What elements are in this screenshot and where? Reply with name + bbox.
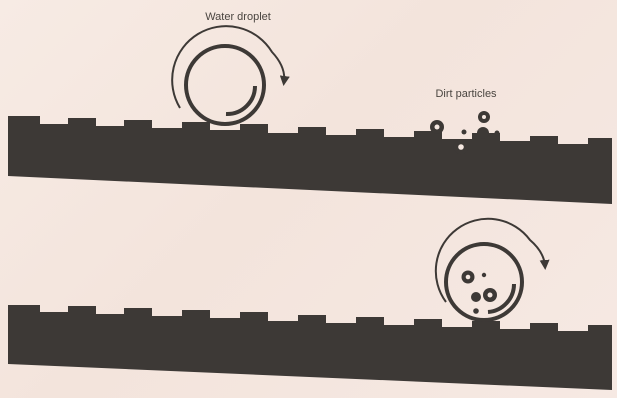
water-droplet-top (186, 46, 264, 124)
bottom-panel (8, 219, 612, 390)
dirt-particle (462, 130, 467, 135)
dirt-particle-core (466, 275, 471, 280)
water-droplet-bottom (446, 244, 522, 320)
droplet-highlight-top (226, 86, 255, 114)
dirt-particle (473, 308, 479, 314)
bottom-textured-surface (8, 305, 612, 390)
dirt-particles-label: Dirt particles (435, 88, 497, 100)
captured-dirt-particles (462, 271, 498, 314)
top-textured-surface (8, 116, 612, 204)
dirt-particle-core (458, 144, 464, 150)
water-droplet-label: Water droplet (205, 11, 271, 23)
dirt-particle-core (435, 125, 440, 130)
dirt-particle (471, 292, 481, 302)
dirt-particle (477, 127, 489, 139)
dirt-particle (495, 131, 500, 136)
dirt-particle-core (482, 115, 486, 119)
top-panel: Water droplet Dirt particles (8, 11, 612, 204)
dirt-particle-core (488, 293, 493, 298)
dirt-particle (482, 273, 486, 277)
